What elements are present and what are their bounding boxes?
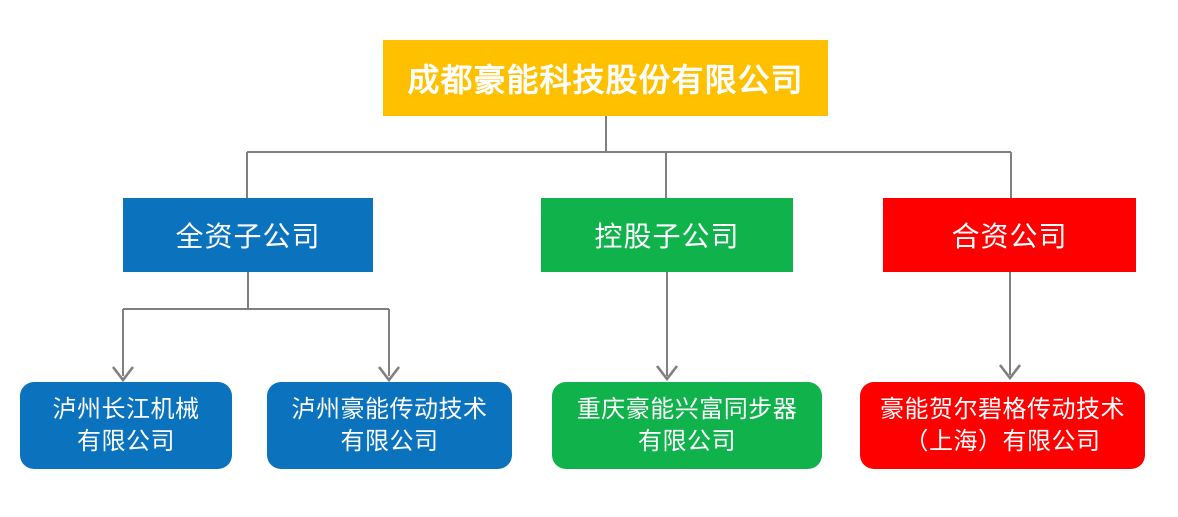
org-node-joint-venture: 合资公司	[883, 198, 1136, 272]
org-node-wholly-owned-subsidiary: 全资子公司	[123, 198, 373, 272]
subsidiary-name-line2: 有限公司	[638, 427, 736, 455]
subsidiary-name-line1: 重庆豪能兴富同步器	[576, 396, 798, 424]
org-node-subsidiary-luzhou-changjiang: 泸州长江机械 有限公司	[20, 382, 232, 469]
org-node-root-company: 成都豪能科技股份有限公司	[383, 40, 828, 116]
subsidiary-name-line2: 有限公司	[340, 427, 439, 455]
connector-root-to-level2	[246, 116, 1012, 198]
org-node-holding-subsidiary: 控股子公司	[541, 198, 793, 272]
subsidiary-name-line1: 豪能贺尔碧格传动技术	[880, 396, 1125, 424]
subsidiary-name-line1: 泸州长江机械	[52, 396, 200, 424]
org-node-subsidiary-chongqing-xingfu: 重庆豪能兴富同步器 有限公司	[552, 382, 822, 469]
arrowhead-down-icon	[377, 366, 401, 383]
arrowhead-down-icon	[998, 364, 1022, 381]
arrowhead-down-icon	[111, 366, 135, 383]
subsidiary-name-line1: 泸州豪能传动技术	[291, 396, 488, 424]
subsidiary-name-line2: （上海）有限公司	[904, 427, 1101, 455]
org-node-subsidiary-hoerbiger-shanghai: 豪能贺尔碧格传动技术 （上海）有限公司	[860, 382, 1145, 469]
connector-wholly-owned-branch	[122, 272, 390, 376]
org-node-subsidiary-luzhou-haoneng: 泸州豪能传动技术 有限公司	[267, 382, 512, 469]
arrowhead-down-icon	[655, 365, 679, 382]
subsidiary-name-line2: 有限公司	[77, 427, 175, 455]
